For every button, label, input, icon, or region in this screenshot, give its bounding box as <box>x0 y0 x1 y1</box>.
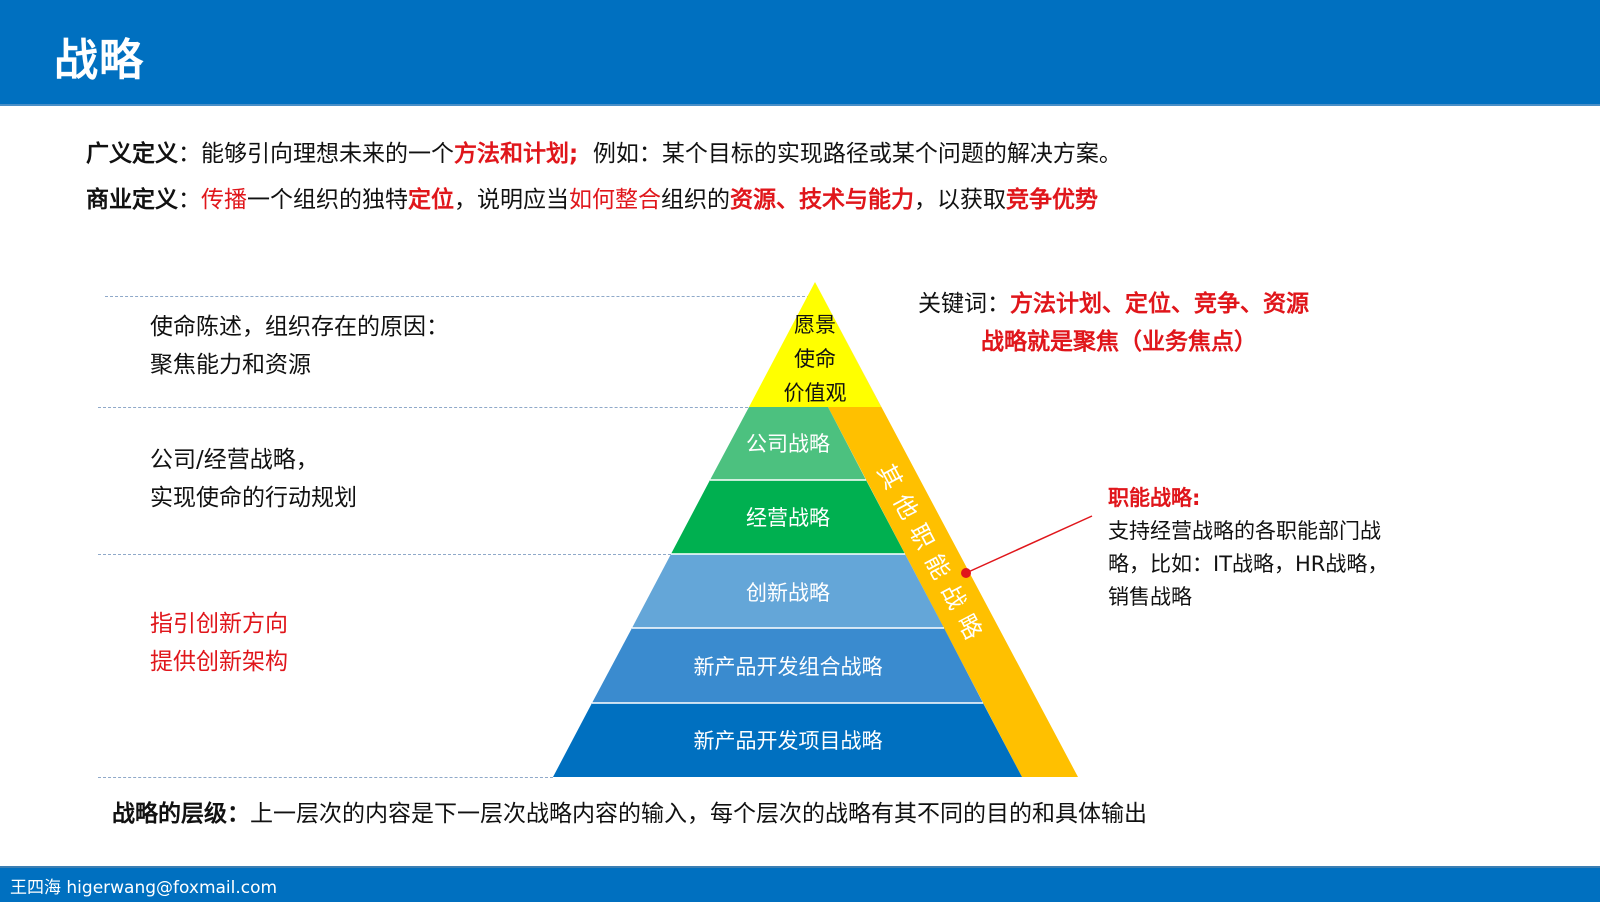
colon: ： <box>178 141 201 167</box>
footer-bar: 王四海 higerwang@foxmail.com <box>0 866 1600 902</box>
footer-author: 王四海 higerwang@foxmail.com <box>10 878 278 898</box>
text-seg: ，以获取 <box>914 187 1006 213</box>
apex-line: 使命 <box>794 347 836 371</box>
pointer-line <box>965 515 1093 574</box>
note-line: 提供创新架构 <box>150 649 288 675</box>
broad-example: 例如：某个目标的实现路径或某个问题的解决方案。 <box>578 141 1122 167</box>
tier-label-innovation: 创新战略 <box>746 581 830 605</box>
apex-line: 价值观 <box>783 381 847 405</box>
tier-portfolio <box>592 628 983 703</box>
guide-line-4 <box>98 777 553 778</box>
business-definition-label: 商业定义 <box>86 187 178 213</box>
business-definition: 商业定义：传播一个组织的独特定位，说明应当如何整合组织的资源、技术与能力，以获取… <box>86 180 1098 214</box>
header-divider <box>0 104 1600 106</box>
functional-line: 销售战略 <box>1108 585 1192 609</box>
note-line: 公司/经营战略， <box>150 447 319 473</box>
text-seg: ，说明应当 <box>454 187 569 213</box>
highlight-integrate: 如何整合 <box>569 187 661 213</box>
colon: ： <box>227 801 250 827</box>
broad-highlight: 方法和计划; <box>454 141 579 167</box>
colon: ： <box>178 187 201 213</box>
tier-label-corporate: 公司战略 <box>746 432 830 456</box>
highlight-advantage: 竞争优势 <box>1006 187 1098 213</box>
keywords-line: 关键词：方法计划、定位、竞争、资源 <box>918 284 1309 318</box>
text-seg: 一个组织的独特 <box>247 187 408 213</box>
header-bar <box>0 0 1600 104</box>
hierarchy-note: 战略的层级：上一层次的内容是下一层次战略内容的输入，每个层次的战略有其不同的目的… <box>112 794 1147 828</box>
guide-line-3 <box>98 554 671 555</box>
broad-definition-label: 广义定义 <box>86 141 178 167</box>
note-line: 实现使命的行动规划 <box>150 485 357 511</box>
guide-line-2 <box>98 407 748 408</box>
note-line: 聚焦能力和资源 <box>150 352 311 378</box>
page-title: 战略 <box>54 35 144 86</box>
keywords-prefix: 关键词： <box>918 291 1010 317</box>
apex-label: 愿景 使命 价值观 <box>784 308 847 410</box>
tier-corporate <box>710 407 866 480</box>
note-line: 使命陈述，组织存在的原因： <box>150 314 449 340</box>
tier-label-business: 经营战略 <box>746 506 830 530</box>
highlight-resources: 资源、技术与能力 <box>730 187 914 213</box>
guide-line-1 <box>105 296 810 297</box>
functional-line: 支持经营战略的各职能部门战 <box>1108 519 1381 543</box>
text-seg: 组织的 <box>661 187 730 213</box>
apex-tier <box>749 282 881 407</box>
functional-strategy-note: 职能战略: 支持经营战略的各职能部门战 略，比如：IT战略，HR战略， 销售战略 <box>1108 482 1388 614</box>
tier-label-project: 新产品开发项目战略 <box>693 729 883 753</box>
functional-title: 职能战略: <box>1108 486 1201 510</box>
keywords-focus: 战略就是聚焦（业务焦点） <box>981 329 1257 355</box>
side-band <box>815 282 1078 777</box>
highlight-positioning: 定位 <box>408 187 454 213</box>
tier-project <box>553 703 1022 777</box>
keywords-terms: 方法计划、定位、竞争、资源 <box>1010 291 1309 317</box>
broad-definition: 广义定义：能够引向理想未来的一个方法和计划; 例如：某个目标的实现路径或某个问题… <box>86 134 1122 168</box>
note-innovation: 指引创新方向 提供创新架构 <box>150 605 288 681</box>
tier-business <box>671 480 905 554</box>
hierarchy-label: 战略的层级 <box>112 801 227 827</box>
note-line: 指引创新方向 <box>150 611 288 637</box>
highlight-spread: 传播 <box>201 187 247 213</box>
pointer-dot <box>961 568 971 578</box>
note-mission: 使命陈述，组织存在的原因： 聚焦能力和资源 <box>150 308 449 384</box>
note-corporate: 公司/经营战略， 实现使命的行动规划 <box>150 441 357 517</box>
hierarchy-text: 上一层次的内容是下一层次战略内容的输入，每个层次的战略有其不同的目的和具体输出 <box>250 801 1147 827</box>
tier-label-portfolio: 新产品开发组合战略 <box>693 655 883 679</box>
tier-innovation <box>632 554 944 628</box>
apex-line: 愿景 <box>794 313 836 337</box>
functional-line: 略，比如：IT战略，HR战略， <box>1108 552 1389 576</box>
broad-text: 能够引向理想未来的一个 <box>201 141 454 167</box>
